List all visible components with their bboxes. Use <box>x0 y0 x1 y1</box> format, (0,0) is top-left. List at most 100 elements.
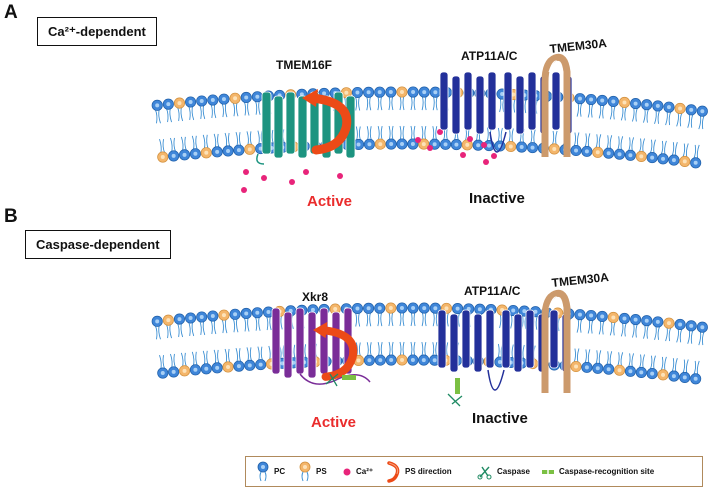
calcium-ion <box>415 137 421 143</box>
lipid-tail <box>665 110 672 126</box>
legend-label-pc: PC <box>274 467 286 476</box>
lipid-tail <box>421 311 427 327</box>
lipid-head-highlight <box>644 102 649 107</box>
lipid-tail <box>165 324 172 339</box>
lipid-head-highlight <box>589 97 594 102</box>
lipid-tail <box>180 352 187 367</box>
lipid-tail <box>366 96 372 111</box>
lipid-head-highlight <box>171 369 176 374</box>
lipid-head-highlight <box>388 90 393 95</box>
lipid-tail <box>246 347 253 362</box>
lipid-tail <box>687 329 694 344</box>
ps-direction-arrow-icon <box>387 460 400 483</box>
panel-b-letter: B <box>4 206 18 227</box>
lipid-head-highlight <box>244 311 249 316</box>
atp11-b-helix <box>525 309 535 369</box>
calcium-ion <box>241 187 247 193</box>
lipid-head-highlight <box>258 362 263 367</box>
calcium-ion <box>427 145 433 151</box>
calcium-ion <box>491 153 497 159</box>
lipid-tail <box>210 103 217 119</box>
lipid-head-highlight <box>344 90 349 95</box>
lipid-tail <box>388 311 394 327</box>
lipid-tail <box>266 315 272 331</box>
lipid-tail <box>620 106 627 121</box>
lipid-tail <box>388 95 394 111</box>
active-label-a: Active <box>307 193 353 210</box>
lipid-tail <box>665 326 672 342</box>
atp11-b-helix <box>437 309 447 369</box>
lipid-tail <box>213 349 220 365</box>
xkr8-helix <box>271 307 281 375</box>
atp11-b-helix <box>461 309 471 369</box>
lipid-head-highlight <box>644 318 649 323</box>
atp11-a-loop <box>489 131 507 153</box>
lipid-head-highlight <box>421 142 426 147</box>
lipid-head-highlight <box>193 151 198 156</box>
lipid-tail <box>698 115 705 130</box>
caspase-scissors-icon <box>477 466 492 479</box>
panel-a-condition-label: Ca²⁺-dependent <box>48 24 146 39</box>
lipid-tail <box>609 105 616 120</box>
lipid-head-highlight <box>422 306 427 311</box>
lipid-head-highlight <box>233 312 238 317</box>
xkr8-helix <box>331 311 341 379</box>
lipid-head-highlight <box>432 142 437 147</box>
lipid-head-highlight <box>661 156 666 161</box>
lipid-head-highlight <box>628 369 633 374</box>
lipid-head-highlight <box>166 102 171 107</box>
lipid-head-highlight <box>432 358 437 363</box>
lipid-tail <box>421 341 427 357</box>
lipid-head-highlight <box>678 106 683 111</box>
calcium-ion <box>303 169 309 175</box>
lipid-head-highlight <box>210 314 215 319</box>
legend-item-pc: PC <box>256 457 285 486</box>
lipid-head-highlight <box>577 96 582 101</box>
lipid-head-highlight <box>595 366 600 371</box>
lipid-tail <box>693 360 700 375</box>
lipid-tail <box>221 102 228 118</box>
lipid-head-highlight <box>166 318 171 323</box>
atp11-b-helix <box>473 313 483 373</box>
lipid-head-highlight <box>221 97 226 102</box>
xkr8-label: Xkr8 <box>302 290 329 304</box>
lipid-tail <box>631 323 639 338</box>
lipid-tail <box>649 355 656 370</box>
lipid-head-highlight <box>356 142 361 147</box>
lipid-head-highlight <box>188 316 193 321</box>
lipid-head-highlight <box>177 101 182 106</box>
xkr8-loop <box>299 373 371 385</box>
lipid-tail <box>654 109 661 124</box>
tmem30a-highlight <box>548 60 564 73</box>
lipid-head-highlight <box>188 100 193 105</box>
lipid-head-highlight <box>465 142 470 147</box>
lipid-tail <box>254 316 261 331</box>
lipid-tail <box>188 321 195 337</box>
lipid-tail <box>584 133 591 148</box>
lipid-tail <box>660 356 667 372</box>
lipid-head-highlight <box>530 145 535 150</box>
caspase-recognition-site-icon <box>542 468 554 475</box>
lipid-tail <box>224 348 231 364</box>
lipid-tail <box>598 320 605 335</box>
xkr8-helix <box>307 311 317 379</box>
legend-item-ps: PS <box>298 457 327 486</box>
lipid-head-highlight <box>155 103 160 108</box>
lipid-tail <box>399 341 405 357</box>
caspase-scissors <box>325 373 339 387</box>
lipid-head-highlight <box>388 306 393 311</box>
lipid-head-highlight <box>215 149 220 154</box>
lipid-tail <box>676 328 683 343</box>
lipid-tail <box>388 125 394 141</box>
lipid-tail <box>221 318 228 334</box>
tmem16f-helix <box>285 91 296 155</box>
lipid-head-highlight <box>236 148 241 153</box>
lipid-head-highlight <box>182 368 187 373</box>
lipid-tail <box>399 125 405 141</box>
ps-direction-arrow <box>307 93 352 155</box>
lipid-head-highlight <box>411 90 416 95</box>
lipid-head-highlight <box>226 148 231 153</box>
legend-item-recognition-site: Caspase-recognition site <box>541 457 654 486</box>
lipid-head-highlight <box>671 374 676 379</box>
lipid-head-highlight <box>378 142 383 147</box>
